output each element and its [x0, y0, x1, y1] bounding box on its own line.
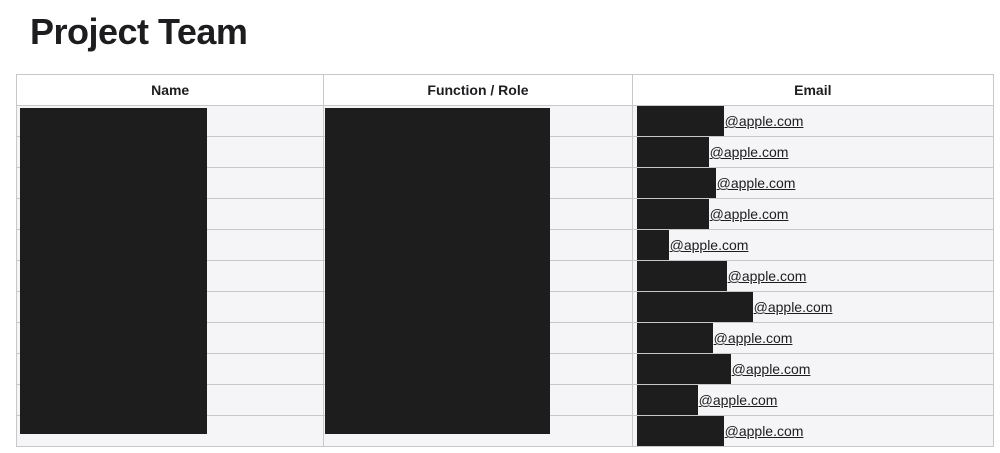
redacted-email-user — [636, 106, 724, 136]
page-title: Project Team — [30, 11, 248, 52]
email-link[interactable]: @apple.com — [698, 392, 778, 408]
email-cell: @apple.com — [631, 415, 995, 447]
redacted-email-user — [636, 230, 669, 260]
email-cell: @apple.com — [631, 260, 995, 292]
redacted-name-column — [20, 108, 207, 434]
redacted-email-user — [636, 416, 724, 446]
redacted-email-user — [636, 168, 716, 198]
redacted-email-user — [636, 199, 709, 229]
email-link[interactable]: @apple.com — [724, 423, 804, 439]
redacted-email-user — [636, 261, 727, 291]
redacted-email-user — [636, 354, 731, 384]
email-cell: @apple.com — [631, 167, 995, 199]
redacted-email-user — [636, 137, 709, 167]
header-function-role: Function / Role — [323, 74, 633, 106]
email-link[interactable]: @apple.com — [724, 113, 804, 129]
redacted-role-column — [325, 108, 550, 434]
email-cell: @apple.com — [631, 384, 995, 416]
email-cell: @apple.com — [631, 198, 995, 230]
email-link[interactable]: @apple.com — [713, 330, 793, 346]
email-link[interactable]: @apple.com — [731, 361, 811, 377]
email-cell: @apple.com — [631, 291, 995, 323]
email-cell: @apple.com — [631, 136, 995, 168]
email-link[interactable]: @apple.com — [727, 268, 807, 284]
email-link[interactable]: @apple.com — [709, 144, 789, 160]
email-cell: @apple.com — [631, 105, 995, 137]
email-cell: @apple.com — [631, 322, 995, 354]
email-link[interactable]: @apple.com — [753, 299, 833, 315]
email-link[interactable]: @apple.com — [716, 175, 796, 191]
email-link[interactable]: @apple.com — [709, 206, 789, 222]
email-cell: @apple.com — [631, 353, 995, 385]
table-header-row: Name Function / Role Email — [15, 74, 995, 106]
redacted-email-user — [636, 385, 698, 415]
email-cell: @apple.com — [631, 229, 995, 261]
redacted-email-user — [636, 292, 753, 322]
redacted-email-user — [636, 323, 713, 353]
header-name: Name — [15, 74, 325, 106]
header-email: Email — [631, 74, 995, 106]
email-link[interactable]: @apple.com — [669, 237, 749, 253]
